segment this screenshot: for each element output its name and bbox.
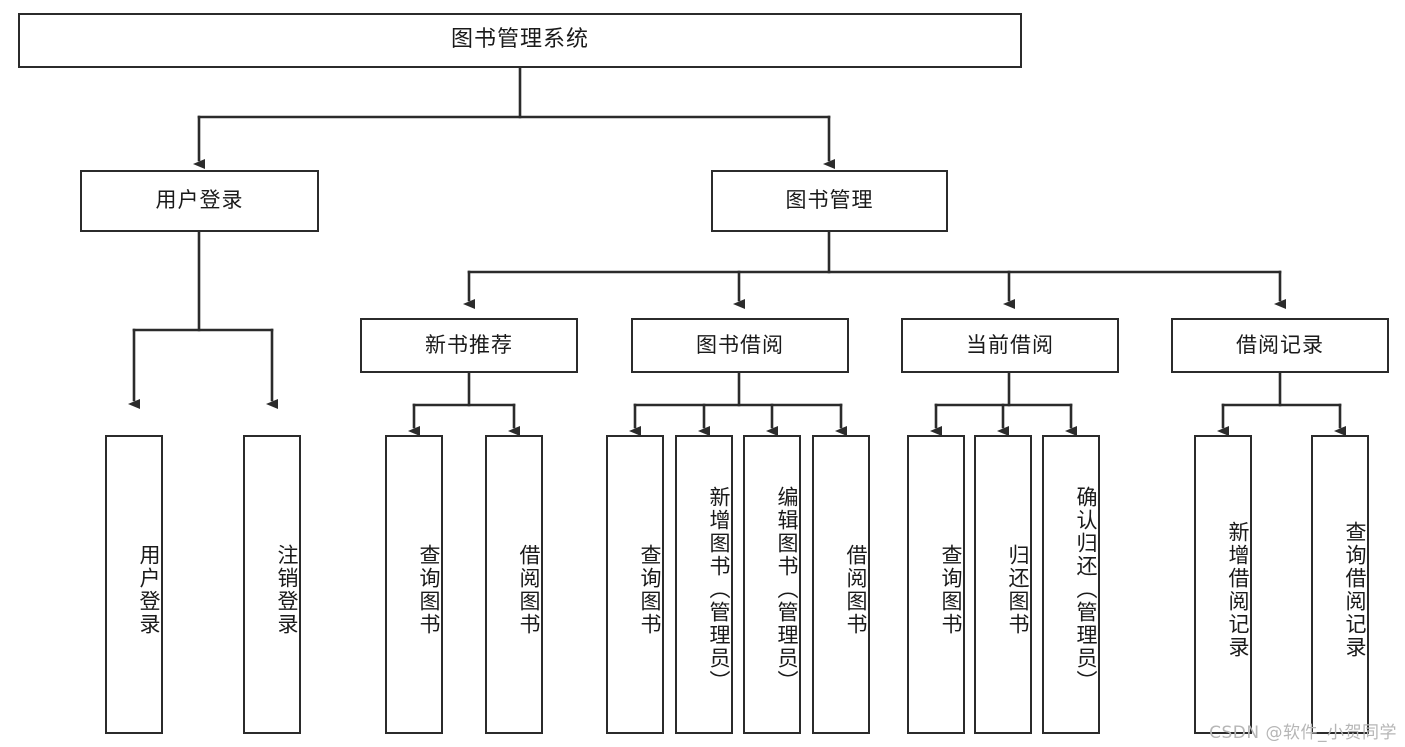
leaf-label: 归还图书 (1006, 543, 1030, 636)
node-new-book-recommend[interactable]: 新书推荐 (360, 318, 578, 373)
leaf-label: 用户登录 (137, 543, 161, 636)
leaf-label: 注销登录 (275, 543, 299, 636)
leaf-label: 新增借阅记录 (1226, 520, 1250, 659)
leaf-book-borrow-add[interactable]: 新增图书（管理员） (675, 435, 733, 734)
node-borrow-records-label: 借阅记录 (1236, 332, 1324, 357)
leaf-label: 借阅图书 (517, 543, 541, 636)
leaf-label: 确认归还（管理员） (1074, 486, 1098, 693)
node-book-borrow-label: 图书借阅 (696, 332, 784, 357)
node-book-management[interactable]: 图书管理 (711, 170, 948, 232)
node-current-borrow-label: 当前借阅 (966, 332, 1054, 357)
leaf-book-borrow-edit[interactable]: 编辑图书（管理员） (743, 435, 801, 734)
node-user-login[interactable]: 用户登录 (80, 170, 319, 232)
leaf-book-borrow-borrow[interactable]: 借阅图书 (812, 435, 870, 734)
leaf-book-borrow-query[interactable]: 查询图书 (606, 435, 664, 734)
node-book-management-label: 图书管理 (785, 188, 874, 213)
csdn-watermark: CSDN @软件_小贺同学 (1209, 723, 1397, 743)
leaf-current-borrow-confirm-return[interactable]: 确认归还（管理员） (1042, 435, 1100, 734)
leaf-new-books-query[interactable]: 查询图书 (385, 435, 443, 734)
leaf-label: 编辑图书（管理员） (775, 486, 799, 693)
leaf-label: 新增图书（管理员） (707, 486, 731, 693)
leaf-label: 查询图书 (638, 543, 662, 636)
leaf-records-query[interactable]: 查询借阅记录 (1311, 435, 1369, 734)
leaf-label: 查询图书 (417, 543, 441, 636)
leaf-current-borrow-query[interactable]: 查询图书 (907, 435, 965, 734)
leaf-new-books-borrow[interactable]: 借阅图书 (485, 435, 543, 734)
node-root-label: 图书管理系统 (450, 27, 589, 53)
leaf-label: 借阅图书 (844, 543, 868, 636)
node-new-book-recommend-label: 新书推荐 (425, 332, 513, 357)
node-root[interactable]: 图书管理系统 (18, 13, 1022, 68)
leaf-user-login-signin[interactable]: 用户登录 (105, 435, 163, 734)
node-current-borrow[interactable]: 当前借阅 (901, 318, 1119, 373)
node-borrow-records[interactable]: 借阅记录 (1171, 318, 1389, 373)
leaf-label: 查询图书 (939, 543, 963, 636)
leaf-user-login-signout[interactable]: 注销登录 (243, 435, 301, 734)
leaf-current-borrow-return[interactable]: 归还图书 (974, 435, 1032, 734)
node-user-login-label: 用户登录 (155, 188, 244, 213)
node-book-borrow[interactable]: 图书借阅 (631, 318, 849, 373)
leaf-records-add[interactable]: 新增借阅记录 (1194, 435, 1252, 734)
leaf-label: 查询借阅记录 (1343, 520, 1367, 659)
